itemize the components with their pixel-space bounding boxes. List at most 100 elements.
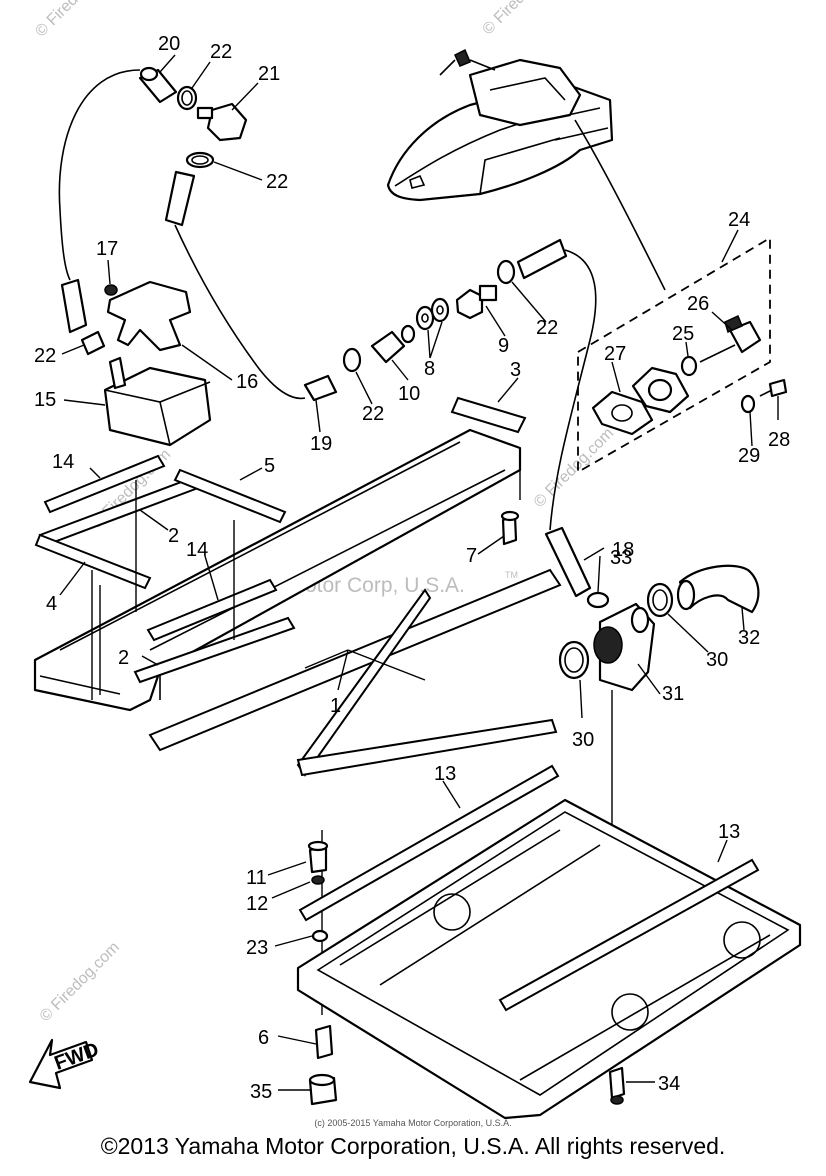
callout-c29: 29 bbox=[738, 445, 760, 467]
part-19-hose bbox=[303, 374, 338, 402]
callout-c23: 23 bbox=[246, 937, 268, 959]
callout-c34: 34 bbox=[658, 1073, 680, 1095]
fwd-label: FWD bbox=[51, 1039, 101, 1075]
part-3-plate bbox=[450, 396, 527, 434]
part-30-clamp-b bbox=[558, 640, 590, 680]
callout-c10: 10 bbox=[398, 383, 420, 405]
callout-c16: 16 bbox=[236, 371, 258, 393]
callout-c4: 4 bbox=[46, 593, 57, 615]
part-8-washers bbox=[415, 297, 450, 331]
callout-c3: 3 bbox=[510, 359, 521, 381]
part-7-bolt bbox=[500, 510, 520, 546]
part-1-strip-a bbox=[148, 568, 562, 752]
callout-c30b: 30 bbox=[572, 729, 594, 751]
part-9-nut bbox=[455, 284, 498, 320]
callout-c7: 7 bbox=[466, 545, 477, 567]
part-6-bolt bbox=[314, 1024, 334, 1060]
part-17-grommet bbox=[104, 284, 118, 296]
part-15-box bbox=[103, 356, 212, 447]
part-16-bracket bbox=[106, 280, 192, 352]
part-30-clamp-a bbox=[646, 582, 674, 618]
callout-c18: 18 bbox=[612, 539, 634, 561]
part-4-strip bbox=[34, 533, 152, 590]
part-29-washer bbox=[740, 394, 756, 414]
hose-segment-upper bbox=[164, 170, 196, 227]
part-14-strip-b bbox=[146, 578, 278, 642]
hose-line-left bbox=[58, 69, 141, 281]
part-33-clamp bbox=[586, 591, 610, 609]
watermark-firedog-bottom-left: © Firedog.com bbox=[37, 939, 123, 1025]
callout-c6: 6 bbox=[258, 1027, 269, 1049]
callout-c17: 17 bbox=[96, 238, 118, 260]
callout-c2b: 2 bbox=[118, 647, 129, 669]
callout-c9: 9 bbox=[498, 335, 509, 357]
part-22-clamp-d bbox=[342, 347, 362, 373]
copyright-notice: ©2013 Yamaha Motor Corporation, U.S.A. A… bbox=[100, 1133, 726, 1159]
callout-c12: 12 bbox=[246, 893, 268, 915]
part-18-hose bbox=[544, 526, 592, 598]
callout-c31: 31 bbox=[662, 683, 684, 705]
part-25-oring bbox=[680, 355, 698, 377]
watermark-firedog-top-left: © Firedog.com bbox=[32, 0, 118, 41]
pump-cover bbox=[386, 48, 614, 202]
callout-c22c: 22 bbox=[34, 345, 56, 367]
callout-c22a: 22 bbox=[210, 41, 232, 63]
part-22-clamp-b bbox=[185, 151, 215, 169]
callout-c2a: 2 bbox=[168, 525, 179, 547]
hose-line-right bbox=[549, 249, 597, 531]
group-24-box bbox=[577, 236, 771, 474]
part-flange bbox=[631, 366, 690, 414]
part-23-washer bbox=[311, 929, 329, 943]
part-22-clamp-a bbox=[176, 85, 198, 111]
part-11-bolt bbox=[307, 840, 329, 874]
callout-c1: 1 bbox=[330, 695, 341, 717]
part-35-cap bbox=[308, 1073, 338, 1106]
watermark-firedog-right: © Firedog.com bbox=[531, 425, 617, 511]
small-copyright: (c) 2005-2015 Yamaha Motor Corporation, … bbox=[314, 1118, 512, 1128]
part-14-strip-a bbox=[43, 454, 166, 514]
watermark-tm: TM bbox=[505, 570, 518, 580]
callout-c33: 33 bbox=[610, 547, 632, 569]
part-27-gasket bbox=[591, 390, 654, 436]
hose-line-center bbox=[174, 224, 306, 400]
callout-c30a: 30 bbox=[706, 649, 728, 671]
callout-c25: 25 bbox=[672, 323, 694, 345]
part-1-strip-c bbox=[296, 718, 558, 777]
part-22-clamp-c bbox=[80, 330, 106, 356]
hose-segment-upper-right bbox=[516, 238, 568, 280]
callout-c13b: 13 bbox=[718, 821, 740, 843]
callout-c21: 21 bbox=[258, 63, 280, 85]
callout-c22b: 22 bbox=[266, 171, 288, 193]
part-20-hose bbox=[138, 66, 178, 104]
callout-c14b: 14 bbox=[186, 539, 208, 561]
callout-c19: 19 bbox=[310, 433, 332, 455]
part-12-washer bbox=[311, 875, 325, 885]
leader-lines bbox=[59, 54, 779, 1091]
control-cable bbox=[574, 119, 666, 291]
part-2-strip-b bbox=[133, 616, 296, 684]
callout-c11: 11 bbox=[246, 867, 267, 889]
callout-c14a: 14 bbox=[52, 451, 74, 473]
callout-c20a: 20 bbox=[158, 33, 180, 55]
callout-c13a: 13 bbox=[434, 763, 456, 785]
part-31-outlet bbox=[593, 602, 656, 692]
part-22-clamp-e bbox=[496, 259, 516, 285]
callout-c22d: 22 bbox=[362, 403, 384, 425]
callout-c32: 32 bbox=[738, 627, 760, 649]
bottom-tray bbox=[296, 798, 802, 1120]
watermark-firedog-top-middle: © Firedog.com bbox=[479, 0, 565, 38]
callout-c26: 26 bbox=[687, 293, 709, 315]
part-26-valve bbox=[699, 314, 762, 363]
fwd-arrow: FWD bbox=[28, 1039, 102, 1090]
callout-c27: 27 bbox=[604, 343, 626, 365]
hose-segment-left bbox=[60, 278, 88, 334]
part-28-bolt bbox=[759, 378, 788, 398]
callout-c35: 35 bbox=[250, 1081, 272, 1103]
callout-c22e: 22 bbox=[536, 317, 558, 339]
part-13-strip-a bbox=[298, 764, 560, 922]
part-13-strip-b bbox=[498, 858, 760, 1012]
part-5-strip bbox=[173, 468, 287, 524]
